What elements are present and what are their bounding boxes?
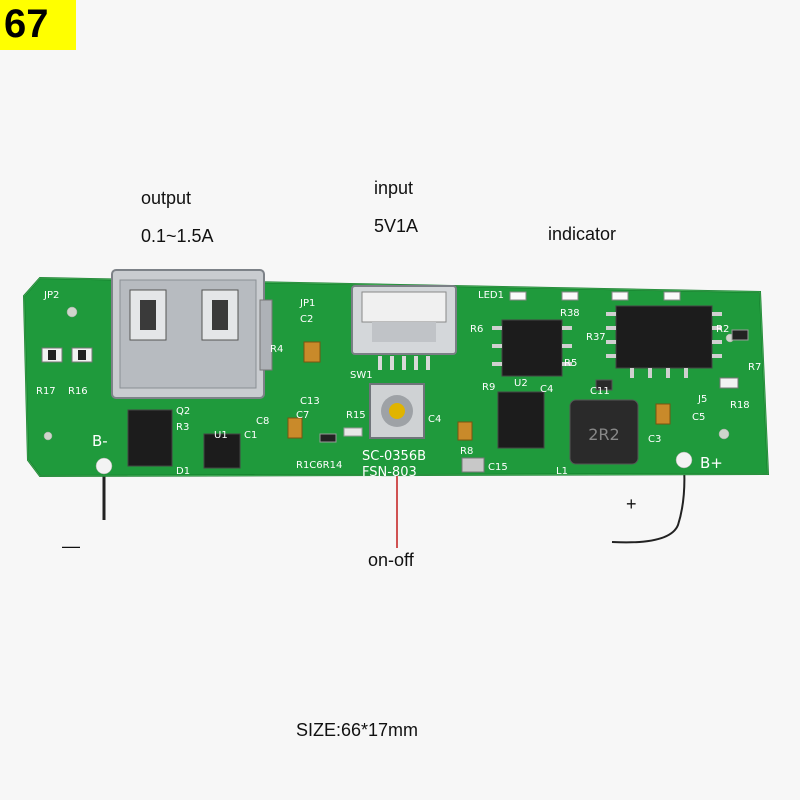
silk-c13: C13 (300, 396, 320, 407)
output-title: output (141, 188, 192, 208)
silk-c1: C1 (244, 430, 257, 441)
silk-r7: R7 (748, 362, 761, 373)
silk-c15: C15 (488, 462, 508, 473)
silk-jp1: JP1 (299, 298, 315, 309)
silk-c4b: C4 (428, 414, 441, 425)
input-spec: 5V1A (374, 216, 419, 236)
silk-b-plus: B+ (700, 454, 723, 472)
silk-r38: R38 (560, 308, 580, 319)
switch-label: on-off (368, 550, 414, 570)
number-badge: 67 (0, 0, 76, 50)
output-spec: 0.1~1.5A (141, 226, 214, 246)
usb-a-port (111, 269, 273, 399)
positive-label: + (626, 494, 637, 514)
silk-c11: C11 (590, 386, 610, 397)
silk-sw1: SW1 (350, 370, 373, 381)
micro-usb-port (351, 285, 457, 370)
badge-number: 67 (4, 2, 49, 46)
size-label: SIZE:66*17mm (296, 720, 419, 740)
indicator-leds (509, 291, 681, 301)
silk-r2: R2 (716, 324, 729, 335)
positive-wire (611, 465, 686, 544)
silk-r17: R17 (36, 386, 56, 397)
inductor-mark: 2R2 (588, 425, 619, 444)
silk-c2: C2 (300, 314, 313, 325)
silk-r9: R9 (482, 382, 495, 393)
silk-fsn: FSN-803 (362, 465, 417, 480)
silk-r5: R5 (564, 358, 577, 369)
silk-r4: R4 (270, 344, 283, 355)
silk-u2: U2 (514, 378, 528, 389)
silk-c8: C8 (256, 416, 269, 427)
silk-c4a: C4 (540, 384, 553, 395)
silk-led1: LED1 (478, 290, 504, 301)
silk-d1: D1 (176, 466, 190, 477)
silk-c5: C5 (692, 412, 705, 423)
silk-q2: Q2 (176, 406, 190, 417)
input-title: input (374, 178, 414, 198)
silk-r37: R37 (586, 332, 606, 343)
silk-jp2: JP2 (43, 290, 59, 301)
passive-components (41, 329, 749, 473)
indicator-label: indicator (548, 224, 617, 244)
silk-b-minus: B- (92, 432, 108, 450)
ic-chips (127, 305, 713, 469)
silk-r16: R16 (68, 386, 88, 397)
silk-l1: L1 (556, 466, 568, 477)
silk-c3: C3 (648, 434, 661, 445)
silk-r3: R3 (176, 422, 189, 433)
tactile-switch (369, 383, 425, 439)
inductor: 2R2 (569, 399, 639, 465)
silk-r18: R18 (730, 400, 750, 411)
silk-c7: C7 (296, 410, 309, 421)
silk-u1: U1 (214, 430, 228, 441)
silk-r15: R15 (346, 410, 366, 421)
silk-j5: J5 (697, 394, 707, 405)
silk-r6: R6 (470, 324, 483, 335)
negative-label: — (62, 536, 80, 556)
silk-r8: R8 (460, 446, 473, 457)
silk-c6: R1C6R14 (296, 460, 342, 471)
silk-model: SC-0356B (362, 449, 426, 464)
